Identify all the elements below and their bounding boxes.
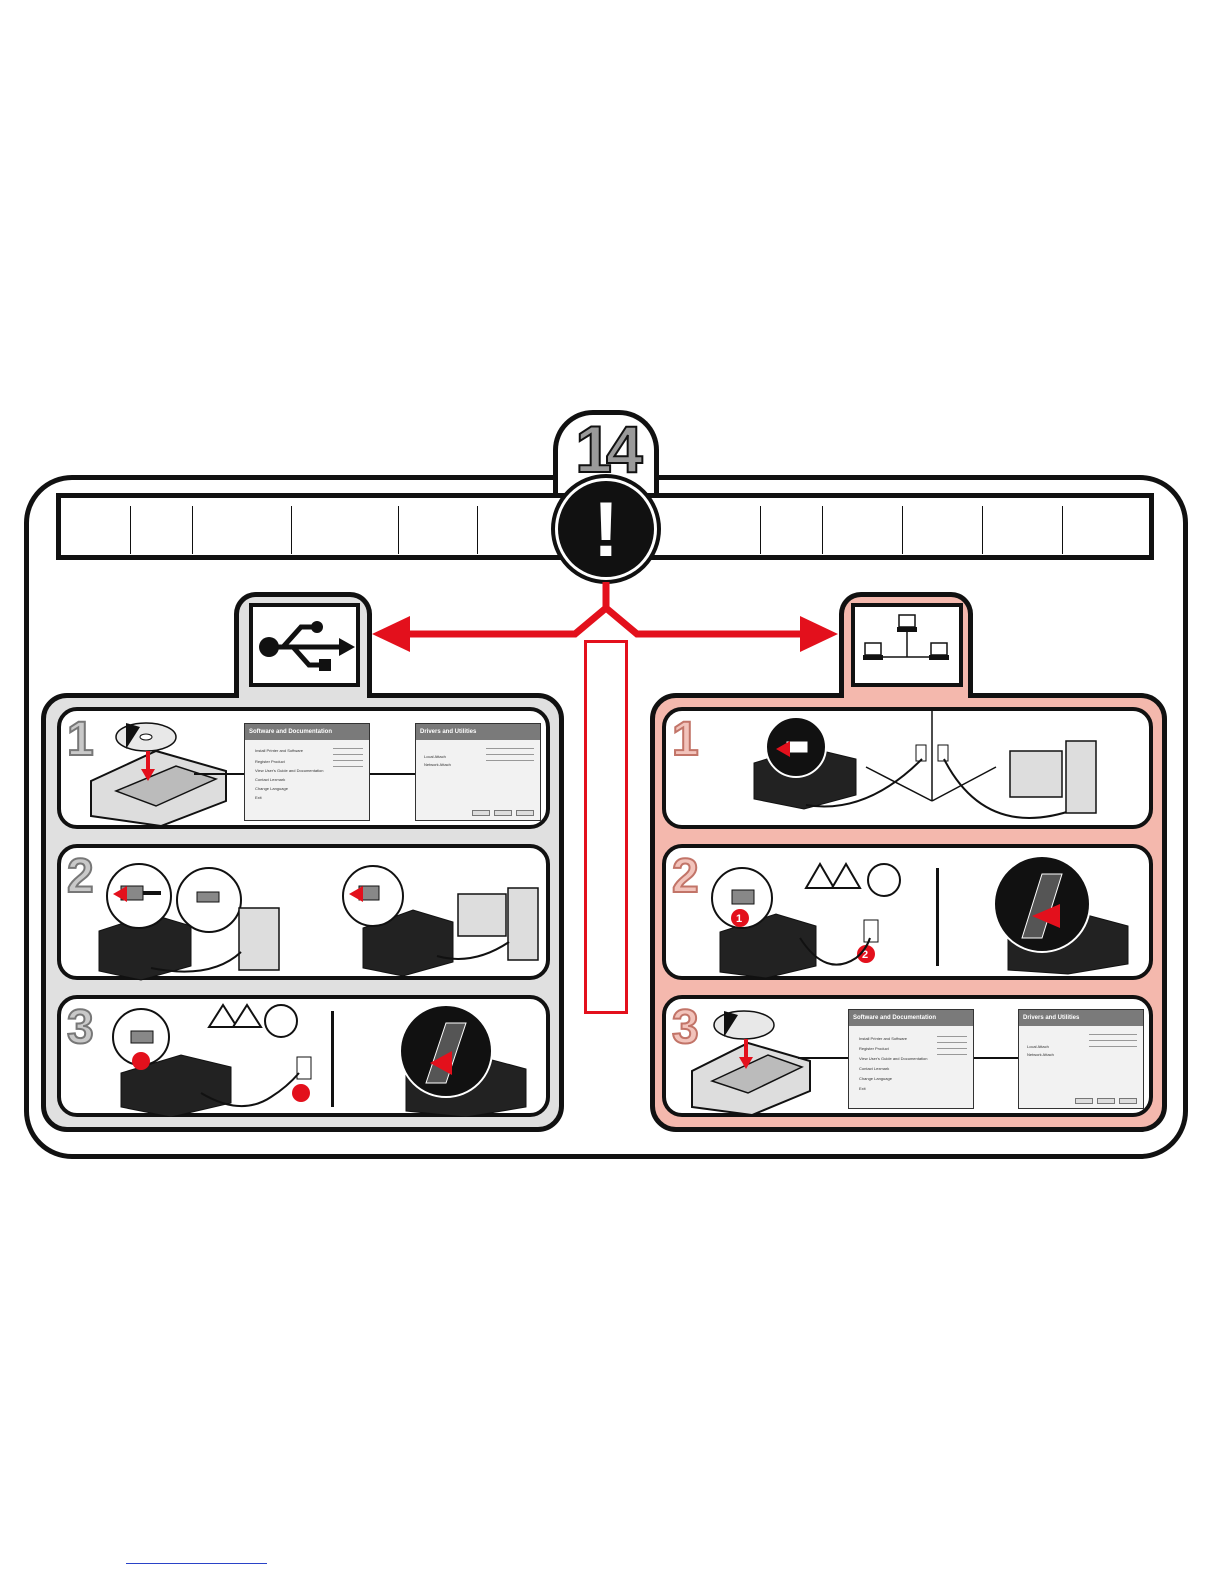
- step-divider: [331, 1011, 334, 1107]
- dialog-item[interactable]: Install Printer and Software: [859, 1036, 908, 1041]
- software-docs-dialog: Software and Documentation Install Print…: [848, 1009, 974, 1109]
- power-cord-illustration: 1 2: [711, 862, 901, 979]
- step-digit: 3: [671, 1001, 700, 1054]
- dialog-item[interactable]: Change Language: [255, 786, 288, 791]
- dialog-title: Software and Documentation: [245, 724, 369, 740]
- monitor-icon: [457, 893, 507, 937]
- connector-line: [798, 1057, 848, 1059]
- dialog-item[interactable]: Exit: [255, 795, 262, 800]
- dialog-item[interactable]: Exit: [859, 1086, 866, 1091]
- cd-icon: [713, 1010, 775, 1040]
- usb-step-2: 2: [57, 844, 550, 981]
- computer-tower-icon: [238, 907, 280, 971]
- cancel-button[interactable]: [516, 810, 534, 816]
- connector-line: [370, 773, 415, 775]
- center-red-bar: [584, 640, 628, 1014]
- usb-icon-box: [249, 603, 360, 687]
- step-digit: 3: [66, 1001, 95, 1054]
- step-digit: 2: [671, 850, 700, 903]
- network-step-1: 1: [662, 707, 1153, 829]
- computer-tower-icon: [507, 887, 539, 961]
- svg-text:1: 1: [736, 913, 742, 925]
- network-tab-joint: [844, 690, 968, 702]
- power-cord-illustration: [112, 1003, 312, 1117]
- dialog-option[interactable]: Local Attach: [424, 754, 446, 759]
- usb-step-3: 3: [57, 995, 550, 1117]
- back-button[interactable]: [1075, 1098, 1093, 1104]
- language-bar-divider: [130, 506, 131, 554]
- step-badge-1: [132, 1052, 150, 1070]
- dialog-title: Drivers and Utilities: [1019, 1010, 1143, 1026]
- computer-tower-icon: [1065, 740, 1097, 814]
- step-digit: 1: [66, 713, 95, 766]
- connector-line: [974, 1057, 1018, 1059]
- step-digit: 1: [671, 713, 700, 766]
- dialog-title: Drivers and Utilities: [416, 724, 540, 740]
- usb-connect-pc-illustration: [342, 865, 539, 977]
- power-switch-illustration: [993, 855, 1129, 975]
- warning-icon: [804, 862, 836, 889]
- cancel-button[interactable]: [1119, 1098, 1137, 1104]
- drivers-utilities-dialog: Drivers and Utilities Local Attach Netwo…: [1018, 1009, 1144, 1109]
- manual-icon: [867, 863, 901, 897]
- dialog-title: Software and Documentation: [849, 1010, 973, 1026]
- step-divider: [936, 868, 939, 966]
- software-docs-dialog: Software and Documentation Install Print…: [244, 723, 370, 821]
- language-bar-divider: [1062, 506, 1063, 554]
- monitor-icon: [1009, 750, 1063, 798]
- network-icon-box: [851, 603, 963, 687]
- dialog-item[interactable]: Register Product: [255, 759, 285, 764]
- svg-text:2: 2: [862, 949, 868, 961]
- dialog-item[interactable]: Register Product: [859, 1046, 889, 1051]
- arrow-left-head: [372, 616, 410, 652]
- network-step-2: 2 1 2: [662, 844, 1153, 980]
- dialog-item[interactable]: Contact Lexmark: [255, 777, 286, 782]
- back-button[interactable]: [472, 810, 490, 816]
- step-badge-1: [731, 909, 749, 927]
- dialog-item[interactable]: Change Language: [859, 1076, 892, 1081]
- cd-tray-illustration: [90, 722, 227, 826]
- language-bar-divider: [760, 506, 761, 554]
- cd-tray-illustration: [691, 1010, 811, 1115]
- alert-mark: !: [593, 485, 619, 573]
- dialog-item[interactable]: Install Printer and Software: [255, 748, 304, 753]
- dialog-item[interactable]: Contact Lexmark: [859, 1066, 890, 1071]
- step-badge-2: [292, 1084, 310, 1102]
- drivers-utilities-dialog: Drivers and Utilities Local Attach Netwo…: [415, 723, 541, 821]
- dialog-item[interactable]: View User's Guide and Documentation: [255, 768, 324, 773]
- electrical-warning-icon: [830, 862, 862, 889]
- language-bar-divider: [398, 506, 399, 554]
- arrow-right-head: [800, 616, 838, 652]
- finish-button[interactable]: [494, 810, 512, 816]
- network-step-3: 3 Software and Documentation Install Pri…: [662, 995, 1153, 1117]
- network-icon: [863, 614, 949, 660]
- step-digit: 2: [66, 850, 95, 903]
- language-bar-divider: [822, 506, 823, 554]
- step-badge-2: [857, 945, 875, 963]
- language-bar-divider: [192, 506, 193, 554]
- dialog-option[interactable]: Local Attach: [1027, 1044, 1049, 1049]
- footer-link-underline[interactable]: [126, 1563, 267, 1564]
- dialog-option[interactable]: Network Attach: [424, 762, 451, 767]
- warning-icon: [207, 1003, 239, 1028]
- usb-step-1: 1 Software and Documentation Install Pri…: [57, 707, 550, 829]
- dialog-item[interactable]: View User's Guide and Documentation: [859, 1056, 928, 1061]
- choice-arrows: [372, 582, 838, 652]
- usb-tab-joint: [239, 690, 367, 702]
- dialog-option[interactable]: Network Attach: [1027, 1052, 1054, 1057]
- connector-line: [194, 773, 244, 775]
- power-switch-illustration: [399, 1004, 527, 1117]
- language-bar-divider: [902, 506, 903, 554]
- language-bar-divider: [291, 506, 292, 554]
- ethernet-illustration: [753, 711, 1097, 819]
- electrical-warning-icon: [231, 1003, 263, 1028]
- language-bar-divider: [477, 506, 478, 554]
- language-bar-divider: [982, 506, 983, 554]
- usb-icon: [259, 621, 355, 671]
- alert-icon: [558, 481, 654, 577]
- manual-icon: [264, 1004, 298, 1038]
- finish-button[interactable]: [1097, 1098, 1115, 1104]
- usb-cable-illustration: [98, 863, 280, 981]
